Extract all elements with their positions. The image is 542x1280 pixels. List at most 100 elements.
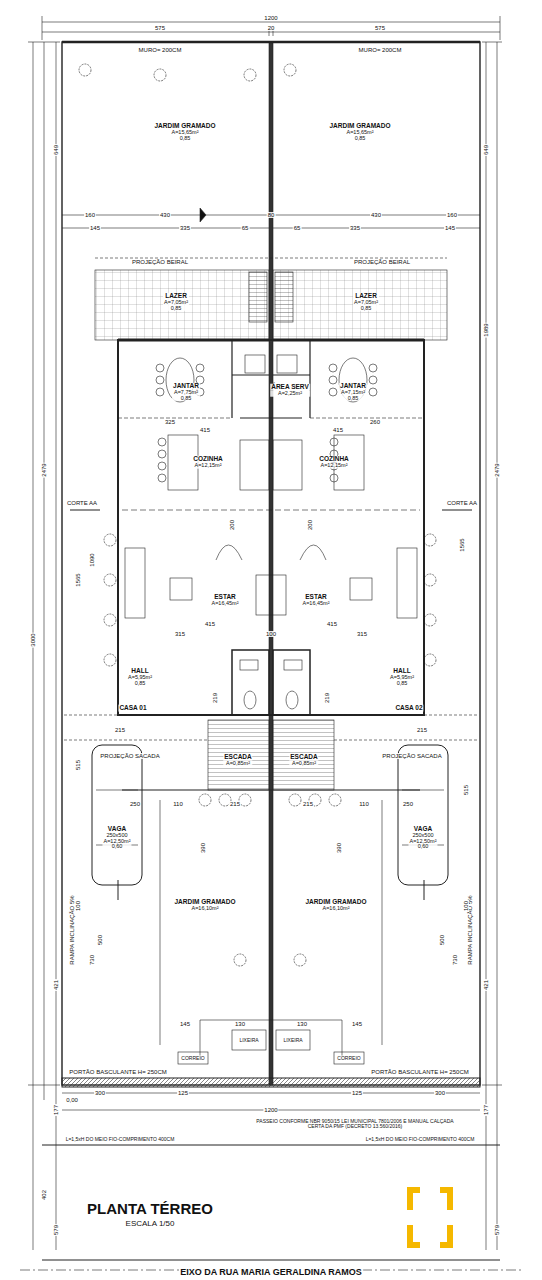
plan-circle (369, 364, 377, 372)
dimension-text: 100 (265, 631, 277, 637)
dimension-text: 1565 (75, 572, 81, 587)
room-label: VAGA250x500A=12,50m²0,60 (102, 826, 131, 850)
annotation: PROJEÇÃO BEIRAL (353, 259, 411, 265)
dimension-text: 575 (154, 25, 166, 31)
plan-rect (92, 745, 142, 885)
room-data: 0,85 (353, 305, 379, 311)
room-label: ESCADAA=0,85m² (289, 754, 318, 767)
dimension-text: 1989 (483, 322, 489, 337)
plan-rect (178, 1052, 208, 1064)
room-name: HALL (389, 668, 415, 675)
plan-circle (156, 388, 164, 396)
room-data: A=0,85m² (289, 761, 318, 767)
plan-rect (276, 1030, 310, 1050)
annotation: CORREIO (336, 1056, 361, 1061)
plan-rect (62, 42, 480, 1085)
plan-g (20, 16, 522, 1270)
street-caption: EIXO DA RUA MARIA GERALDINA RAMOS (179, 1268, 363, 1277)
dimension-text: 177 (483, 1104, 489, 1116)
room-label: ESTARA=16,45m² (210, 594, 239, 607)
plan-rect (232, 1030, 266, 1050)
room-label: JARDIM GRAMADOA=15,65m²0,85 (328, 123, 391, 141)
dimension-text: 421 (53, 979, 59, 991)
room-name: LAZER (163, 293, 189, 300)
annotation: L=1,5xH DO MEIO FIO-COMPRIMENTO 400CM (365, 1137, 476, 1142)
plan-path (200, 208, 206, 222)
dimension-text: 145 (179, 1021, 191, 1027)
plan-rect (273, 650, 310, 715)
room-data: 0,85 (339, 395, 367, 401)
room-data: A=12,15m² (192, 463, 224, 469)
dimension-text: 215 (114, 727, 126, 733)
plan-circle (79, 64, 91, 76)
room-data: A=16,10m² (173, 906, 236, 912)
plan-ellipse (244, 691, 256, 709)
room-label: ESCADAA=0,85m² (223, 754, 252, 767)
plan-path (122, 510, 420, 511)
plan-rect (208, 720, 269, 790)
plan-path (118, 880, 424, 900)
annotation: CORTE AA (66, 500, 98, 506)
plan-rect (350, 578, 372, 600)
room-data: A=7,75m² (172, 390, 200, 396)
room-name: COZINHA (192, 456, 224, 463)
dimension-text: 315 (356, 631, 368, 637)
plan-rect (275, 272, 293, 322)
room-label: JANTARA=7,15m²0,85 (339, 383, 367, 401)
dimension-text: 130 (296, 1021, 308, 1027)
room-data: 0,85 (153, 135, 216, 141)
plan-circle (289, 794, 301, 806)
dimension-text: 402 (41, 1189, 47, 1201)
plan-rect (277, 355, 297, 373)
dimension-text: 125 (351, 1090, 363, 1096)
dimension-text: 415 (204, 621, 216, 627)
room-label: JARDIM GRAMADOA=16,10m² (173, 899, 236, 912)
room-label: CASA 02 (394, 705, 423, 712)
dimension-text: 250 (129, 801, 141, 807)
plan-path (62, 41, 480, 44)
dimension-text: 110 (172, 801, 184, 807)
plan-circle (154, 69, 166, 81)
room-data: A=5,95m² (127, 675, 153, 681)
plan-rect (273, 720, 334, 790)
dimension-text: 300 (434, 1090, 446, 1096)
plan-circle (104, 614, 116, 626)
plan-circle (424, 614, 436, 626)
plan-path (122, 789, 420, 790)
dimension-text: 80 (267, 212, 276, 218)
dimension-text: 177 (53, 1104, 59, 1116)
room-name: CASA 02 (394, 705, 423, 712)
dimension-text: 215 (416, 727, 428, 733)
room-data: A=5,95m² (389, 675, 415, 681)
plan-circle (329, 364, 337, 372)
room-data: A=7,05m² (163, 300, 189, 306)
room-name: JANTAR (172, 383, 200, 390)
dimension-text: 500 (439, 934, 445, 946)
plan-rect (256, 575, 286, 615)
dimension-text: 415 (332, 427, 344, 433)
plan-circle (104, 654, 116, 666)
plan-title: PLANTA TÉRREO (86, 1201, 214, 1216)
dimension-text: 219 (212, 692, 218, 704)
plan-circle (424, 654, 436, 666)
room-name: ESTAR (210, 594, 239, 601)
plan-rect (125, 548, 145, 618)
dimension-text: 65 (293, 225, 302, 231)
dimension-text: 325 (164, 419, 176, 425)
room-name: COZINHA (318, 456, 350, 463)
dimension-text: 1200 (263, 1107, 278, 1113)
dimension-text: 730 (89, 954, 95, 966)
room-data: 0,85 (389, 680, 415, 686)
plan-rect (398, 745, 448, 885)
room-name: ESCADA (223, 754, 252, 761)
room-label: JANTARA=7,75m²0,85 (172, 383, 200, 401)
dimension-text: 390 (336, 842, 342, 854)
dimension-text: 500 (97, 934, 103, 946)
dimension-text: 335 (179, 225, 191, 231)
room-name: CASA 01 (118, 705, 147, 712)
plan-rect (284, 660, 302, 670)
plan-circle (104, 574, 116, 586)
plan-rect (240, 440, 269, 490)
dimension-text: 200 (229, 519, 235, 531)
plan-path (96, 790, 444, 845)
